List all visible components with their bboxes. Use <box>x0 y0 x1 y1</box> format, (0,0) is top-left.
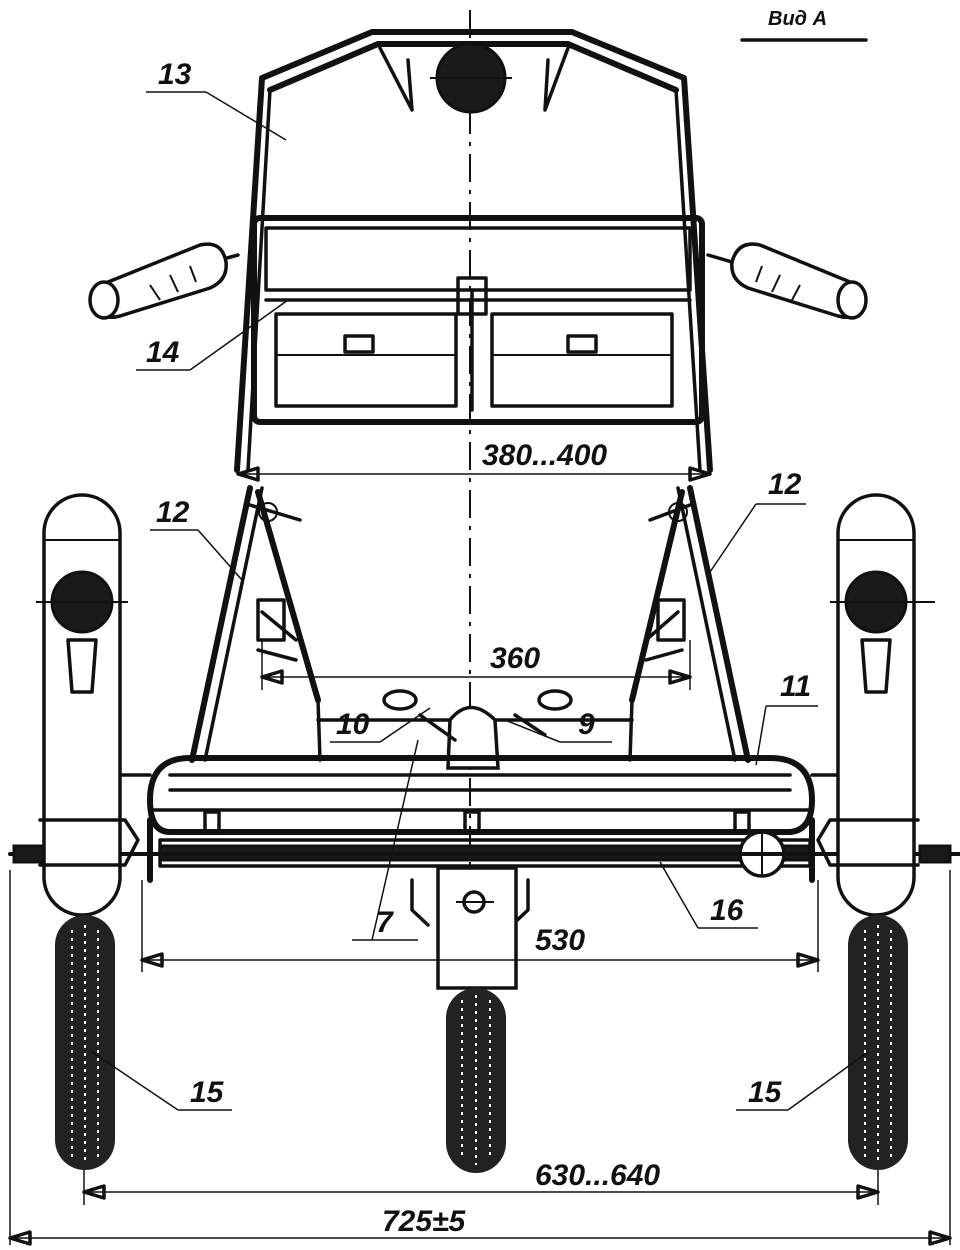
svg-text:725±5: 725±5 <box>382 1205 467 1238</box>
label-12-right: 12 <box>707 468 806 576</box>
svg-text:14: 14 <box>146 336 180 369</box>
crank-axle <box>8 830 960 878</box>
svg-text:7: 7 <box>376 906 394 939</box>
left-strut <box>189 485 321 763</box>
seat-back-frame <box>88 29 868 473</box>
storage-box <box>251 215 705 425</box>
svg-text:10: 10 <box>336 708 370 741</box>
svg-text:11: 11 <box>780 670 811 703</box>
view-label: Вид А <box>768 8 827 30</box>
svg-text:13: 13 <box>158 58 192 91</box>
svg-text:15: 15 <box>748 1076 783 1109</box>
svg-text:9: 9 <box>578 708 595 741</box>
svg-text:12: 12 <box>156 496 190 529</box>
label-16: 16 <box>659 861 758 929</box>
label-14: 14 <box>136 299 289 371</box>
dim-overall-width: 725±5 <box>8 870 952 1246</box>
front-wheel <box>410 866 530 1173</box>
label-13: 13 <box>146 58 287 141</box>
right-handle <box>706 242 868 320</box>
left-handle <box>88 242 240 320</box>
svg-text:380...400: 380...400 <box>482 439 607 472</box>
label-15-left: 15 <box>91 1051 232 1111</box>
label-9: 9 <box>504 708 612 743</box>
svg-text:15: 15 <box>190 1076 225 1109</box>
svg-text:16: 16 <box>710 894 744 927</box>
main-frame <box>113 755 852 883</box>
dim-seat-width: 380...400 <box>236 439 712 482</box>
dim-wheel-track: 630...640 <box>82 1159 880 1205</box>
left-wheel <box>36 493 140 1170</box>
svg-text:360: 360 <box>490 642 540 675</box>
dim-footrest-width: 360 <box>260 640 692 690</box>
svg-text:12: 12 <box>768 468 802 501</box>
svg-text:630...640: 630...640 <box>535 1159 660 1192</box>
label-15-right: 15 <box>736 1051 869 1111</box>
label-10: 10 <box>330 707 431 743</box>
svg-text:530: 530 <box>535 924 585 957</box>
right-wheel <box>816 493 935 1170</box>
dim-frame-width: 530 <box>140 880 820 972</box>
label-12-left: 12 <box>150 496 243 581</box>
centre-hub <box>382 689 573 770</box>
label-7: 7 <box>352 739 419 941</box>
right-strut <box>629 485 751 763</box>
label-11: 11 <box>755 670 818 766</box>
